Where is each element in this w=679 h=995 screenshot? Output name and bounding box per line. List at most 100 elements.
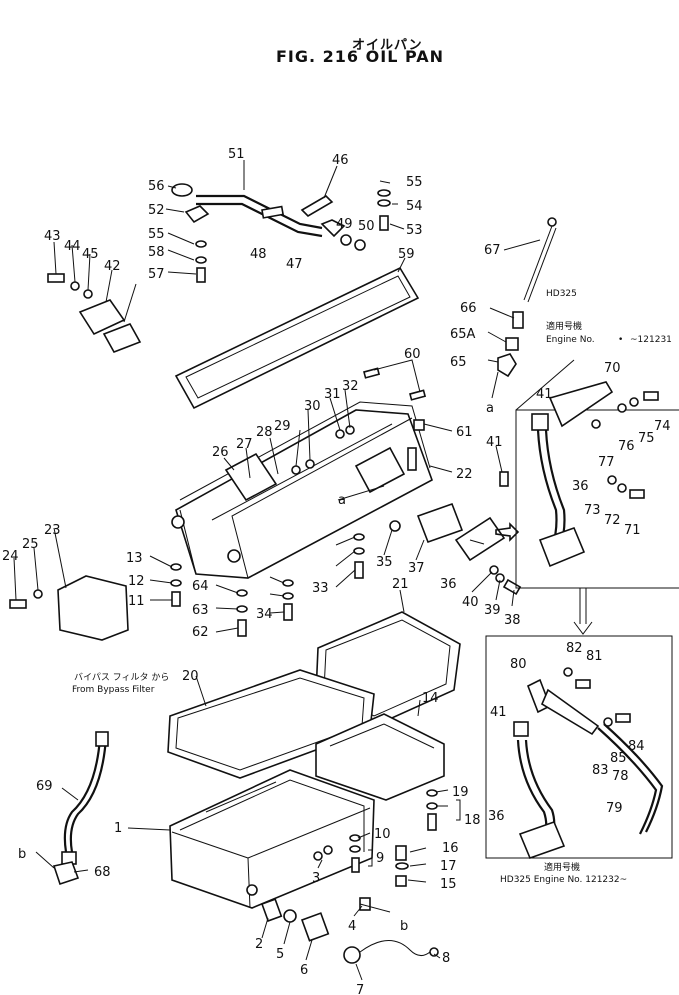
- callout-34: 34: [256, 607, 273, 622]
- callout-74: 74: [654, 419, 671, 434]
- callout-71: 71: [624, 523, 641, 538]
- callout-6: 6: [300, 963, 308, 978]
- callout-85: 85: [610, 751, 627, 766]
- bolt-stacks: [170, 520, 401, 637]
- callout-15: 15: [440, 877, 457, 892]
- inset-top-frame: HD325 適用号機 Engine No. • ~121231: [515, 289, 679, 589]
- callout-75: 75: [638, 431, 655, 446]
- callout-83: 83: [592, 763, 609, 778]
- bypass-hose: [52, 731, 109, 886]
- callout-48: 48: [250, 247, 267, 262]
- callout-16: 16: [442, 841, 459, 856]
- callout-41: 41: [486, 435, 503, 450]
- callout-7: 7: [356, 983, 364, 995]
- callout-29: 29: [274, 419, 291, 434]
- callout-40: 40: [462, 595, 479, 610]
- callout-64: 64: [192, 579, 209, 594]
- callout-62: 62: [192, 625, 209, 640]
- callout-17: 17: [440, 859, 457, 874]
- dipstick-parts: [416, 217, 557, 596]
- figure-title: FIG. 216 OIL PAN: [276, 47, 444, 66]
- callout-36: 36: [440, 577, 457, 592]
- left-cover-parts: [47, 273, 142, 353]
- callout-46: 46: [332, 153, 349, 168]
- inset-bottom-frame: 適用号機 HD325 Engine No. 121232~: [485, 635, 673, 885]
- inset-bottom-caption: HD325 Engine No. 121232~: [500, 875, 627, 885]
- callout-22: 22: [456, 467, 473, 482]
- callout-27: 27: [236, 437, 253, 452]
- inset-top-engine-range: ~121231: [630, 335, 672, 345]
- callout-42: 42: [104, 259, 121, 274]
- callout-36-inset-bottom: 36: [488, 809, 505, 824]
- upper-gasket-59: [174, 266, 420, 410]
- ref-b-left: b: [18, 847, 26, 862]
- callout-36-inset-top: 36: [572, 479, 589, 494]
- callout-80: 80: [510, 657, 527, 672]
- callout-41-inset-top: 41: [536, 387, 553, 402]
- callout-14: 14: [422, 691, 439, 706]
- callout-70: 70: [604, 361, 621, 376]
- callout-28: 28: [256, 425, 273, 440]
- callout-65: 65: [450, 355, 467, 370]
- gaskets-20-21: [167, 611, 461, 779]
- inset-bottom-model-jp: 適用号機: [544, 861, 580, 873]
- callout-50: 50: [358, 219, 375, 234]
- callout-11: 11: [128, 594, 145, 609]
- callout-44: 44: [64, 239, 81, 254]
- callout-13: 13: [126, 551, 143, 566]
- callout-24: 24: [2, 549, 19, 564]
- callout-labels: 1 2 3 4 5 6 7 8 9 10 11 12 13 14 15 16 1…: [2, 147, 671, 995]
- callout-84: 84: [628, 739, 645, 754]
- callout-65a: 65A: [450, 327, 476, 342]
- drain-parts: [260, 834, 439, 964]
- callout-43: 43: [44, 229, 61, 244]
- callout-26: 26: [212, 445, 229, 460]
- callout-59: 59: [398, 247, 415, 262]
- callout-76: 76: [618, 439, 635, 454]
- inset-arrow: [573, 588, 593, 635]
- bypass-label-jp: バイパス フィルタ から: [74, 672, 169, 683]
- crankcase-block: [171, 367, 433, 579]
- callout-21: 21: [392, 577, 409, 592]
- callout-82: 82: [566, 641, 583, 656]
- oil-pan-1: [169, 769, 375, 909]
- lower-pan-14: [315, 713, 445, 831]
- callout-38: 38: [504, 613, 521, 628]
- callout-49: 49: [336, 217, 353, 232]
- ref-a-lower: a: [338, 493, 346, 508]
- callout-45: 45: [82, 247, 99, 262]
- inset-top-model-jp: 適用号機: [546, 320, 582, 332]
- callout-23: 23: [44, 523, 61, 538]
- mount-bracket-23: [9, 575, 129, 641]
- callout-63: 63: [192, 603, 209, 618]
- callout-5: 5: [276, 947, 284, 962]
- callout-3: 3: [312, 871, 320, 886]
- callout-37: 37: [408, 561, 425, 576]
- callout-51: 51: [228, 147, 245, 162]
- callout-81: 81: [586, 649, 603, 664]
- callout-57: 57: [148, 267, 165, 282]
- callout-72: 72: [604, 513, 621, 528]
- suction-pipe-assembly: [171, 183, 391, 283]
- inset-top-model: HD325: [546, 289, 577, 299]
- callout-10: 10: [374, 827, 391, 842]
- callout-60: 60: [404, 347, 421, 362]
- callout-79: 79: [606, 801, 623, 816]
- reference-letters: a a b b: [18, 401, 494, 934]
- callout-55-left: 55: [148, 227, 165, 242]
- callout-41-inset: 41: [490, 705, 507, 720]
- callout-68: 68: [94, 865, 111, 880]
- callout-32: 32: [342, 379, 359, 394]
- inset-top-dot: •: [618, 335, 623, 345]
- leader-lines: [13, 160, 541, 981]
- callout-39: 39: [484, 603, 501, 618]
- figure-title-japanese: オイルパン: [352, 38, 423, 53]
- callout-18: 18: [464, 813, 481, 828]
- callout-12: 12: [128, 574, 145, 589]
- callout-66: 66: [460, 301, 477, 316]
- callout-4: 4: [348, 919, 356, 934]
- callout-30: 30: [304, 399, 321, 414]
- callout-47: 47: [286, 257, 303, 272]
